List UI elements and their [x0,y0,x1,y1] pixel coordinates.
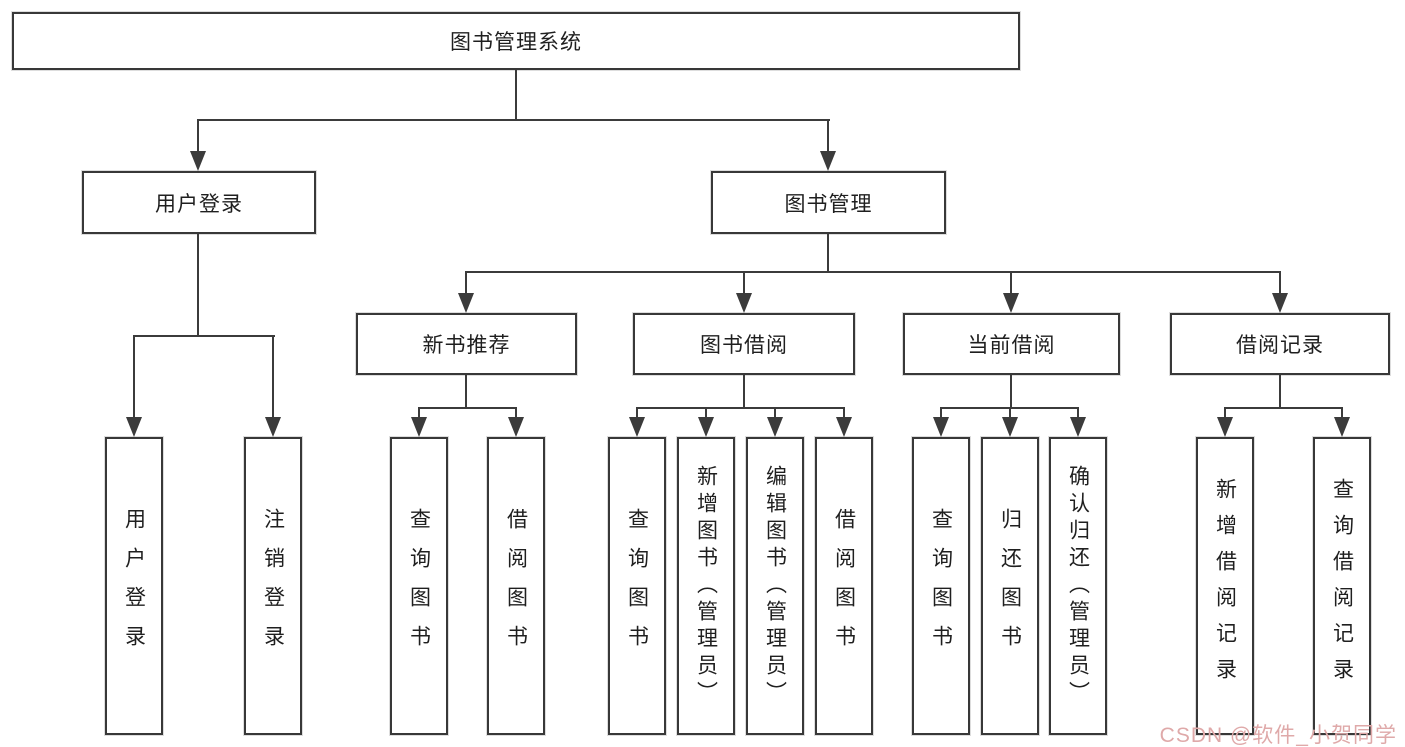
node-user-login-branch-label: 用户登录 [155,192,243,216]
arrow-down-icon [1272,293,1288,313]
connector-user-stem [197,234,199,335]
connector-root-drop-left [197,119,199,152]
arrow-down-icon [411,417,427,437]
connector-rec-drop-2 [515,407,517,418]
node-leaf-bor-borrow-books-label: 借阅图书 [832,508,856,664]
arrow-down-icon [698,417,714,437]
arrow-down-icon [1217,417,1233,437]
node-leaf-cur-query-books-label: 查询图书 [929,508,953,664]
node-borrowing-records-label: 借阅记录 [1236,334,1324,357]
node-leaf-bor-edit-books-admin: 编辑图书（管理员） [746,437,804,735]
node-leaf-bor-borrow-books: 借阅图书 [815,437,873,735]
node-book-borrowing: 图书借阅 [633,313,855,375]
connector-mgmt-drop-2 [743,271,745,294]
node-leaf-user-logout: 注销登录 [244,437,302,735]
node-leaf-add-borrow-record-label: 新增借阅记录 [1213,478,1237,694]
node-new-book-recommend: 新书推荐 [356,313,577,375]
node-borrowing-records: 借阅记录 [1170,313,1390,375]
node-leaf-cur-confirm-return-admin-label: 确认归还（管理员） [1066,464,1090,708]
connector-bor-drop-3 [774,407,776,418]
node-leaf-user-login-label: 用户登录 [122,508,146,664]
arrow-down-icon [508,417,524,437]
connector-bor-drop-1 [636,407,638,418]
connector-cur-drop-2 [1009,407,1011,418]
node-user-login-branch: 用户登录 [82,171,316,234]
connector-cur-drop-3 [1077,407,1079,418]
node-leaf-rec-query-books: 查询图书 [390,437,448,735]
connector-bor-bus [636,407,845,409]
arrow-down-icon [1002,417,1018,437]
node-new-book-recommend-label: 新书推荐 [422,334,511,357]
connector-root-drop-right [827,119,829,152]
arrow-down-icon [265,417,281,437]
node-leaf-cur-query-books: 查询图书 [912,437,970,735]
arrow-down-icon [736,293,752,313]
node-root: 图书管理系统 [12,12,1020,70]
connector-root-bus [197,119,830,121]
node-leaf-query-borrow-record: 查询借阅记录 [1313,437,1371,735]
arrow-down-icon [458,293,474,313]
connector-user-drop-2 [272,335,274,418]
connector-rec-bus [418,407,517,409]
csdn-watermark: CSDN @软件_小贺同学 [1159,724,1397,747]
node-book-management-branch-label: 图书管理 [784,192,873,216]
node-leaf-bor-edit-books-admin-label: 编辑图书（管理员） [763,464,787,708]
connector-rec-stem [465,375,467,407]
node-leaf-rec-borrow-books-label: 借阅图书 [504,508,528,664]
node-leaf-bor-query-books: 查询图书 [608,437,666,735]
connector-mgmt-drop-3 [1010,271,1012,294]
node-current-borrowing: 当前借阅 [903,313,1120,375]
node-leaf-bor-query-books-label: 查询图书 [625,508,649,664]
connector-bor-stem [743,375,745,407]
connector-user-drop-1 [133,335,135,418]
node-root-label: 图书管理系统 [450,31,582,54]
node-leaf-rec-query-books-label: 查询图书 [407,508,431,664]
connector-recd-drop-1 [1224,407,1226,418]
connector-recd-bus [1224,407,1343,409]
connector-mgmt-bus [465,271,1281,273]
arrow-down-icon [190,151,206,171]
connector-recd-drop-2 [1341,407,1343,418]
node-leaf-bor-add-books-admin: 新增图书（管理员） [677,437,735,735]
arrow-down-icon [933,417,949,437]
connector-mgmt-drop-4 [1279,271,1281,294]
connector-mgmt-stem [827,234,829,271]
connector-cur-drop-1 [940,407,942,418]
connector-recd-stem [1279,375,1281,407]
arrow-down-icon [1003,293,1019,313]
connector-cur-stem [1010,375,1012,407]
arrow-down-icon [836,417,852,437]
connector-rec-drop-1 [418,407,420,418]
arrow-down-icon [820,151,836,171]
connector-mgmt-drop-1 [465,271,467,294]
connector-user-bus [133,335,275,337]
node-leaf-rec-borrow-books: 借阅图书 [487,437,545,735]
node-leaf-cur-confirm-return-admin: 确认归还（管理员） [1049,437,1107,735]
arrow-down-icon [1070,417,1086,437]
node-leaf-query-borrow-record-label: 查询借阅记录 [1330,478,1354,694]
node-leaf-cur-return-books: 归还图书 [981,437,1039,735]
arrow-down-icon [1334,417,1350,437]
connector-root-stem [515,70,517,119]
node-leaf-user-login: 用户登录 [105,437,163,735]
connector-bor-drop-4 [843,407,845,418]
connector-bor-drop-2 [705,407,707,418]
node-leaf-user-logout-label: 注销登录 [261,508,285,664]
node-book-management-branch: 图书管理 [711,171,946,234]
node-book-borrowing-label: 图书借阅 [700,334,788,357]
node-current-borrowing-label: 当前借阅 [967,334,1056,357]
node-leaf-bor-add-books-admin-label: 新增图书（管理员） [694,464,718,708]
arrow-down-icon [767,417,783,437]
arrow-down-icon [629,417,645,437]
arrow-down-icon [126,417,142,437]
node-leaf-add-borrow-record: 新增借阅记录 [1196,437,1254,735]
node-leaf-cur-return-books-label: 归还图书 [998,508,1022,664]
